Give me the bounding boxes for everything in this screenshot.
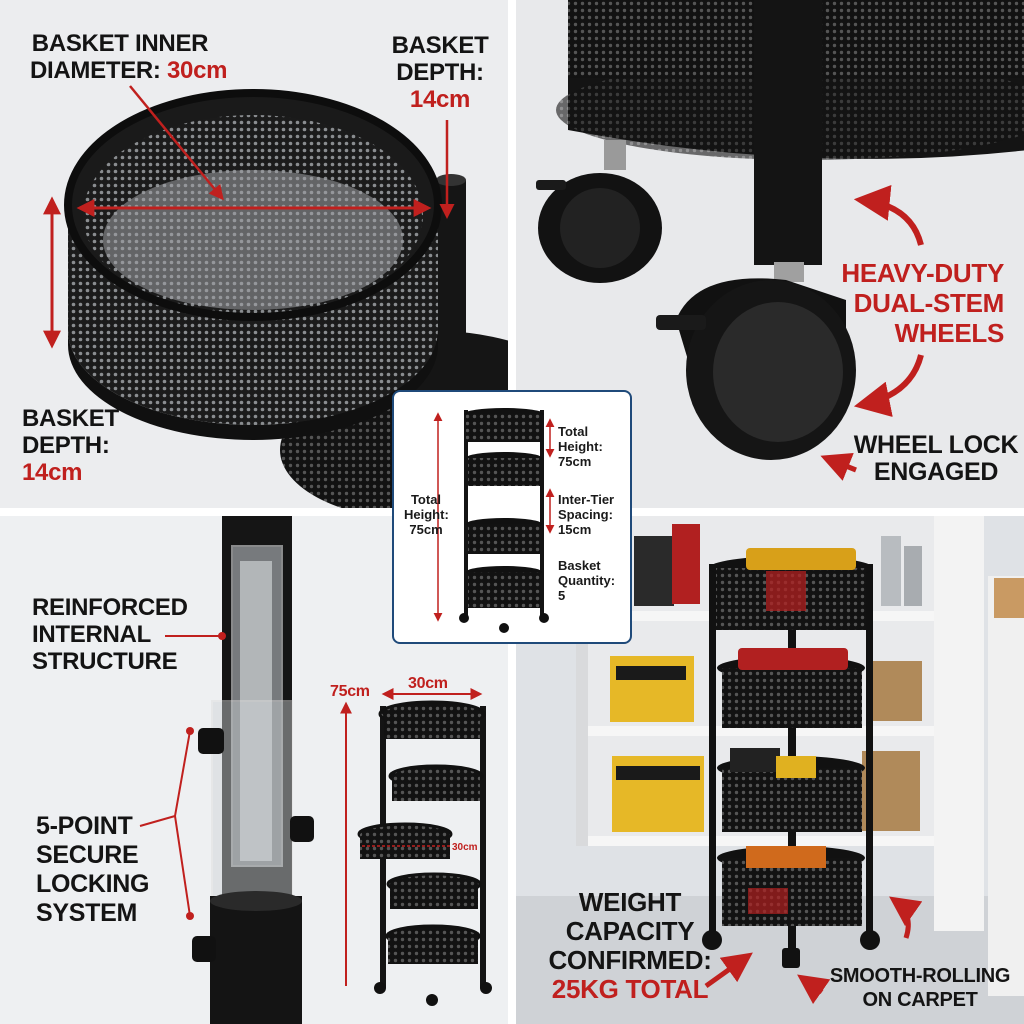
cart-basket [722,668,862,728]
inset-tower-diagram [433,408,555,633]
wheels-illustration [536,0,1024,481]
heavy-duty-label: HEAVY-DUTY DUAL-STEM WHEELS [841,258,1004,348]
depth-label-left: BASKET DEPTH: 14cm [22,405,119,486]
tool-box [610,656,694,722]
diameter-label: BASKET INNER DIAMETER: 30cm [30,30,228,84]
lock-knob [192,936,216,962]
structure-illustration [139,516,492,1024]
wheel-lock-label: WHEEL LOCK ENGAGED [853,431,1019,486]
basket-panel: BASKET INNER DIAMETER: 30cm BASKET DEPTH… [0,0,508,508]
cart-basket [722,858,862,926]
basket-illustration [43,85,508,508]
pole [754,0,822,265]
dim-height: 75cm [330,683,370,700]
wheel-lock-lever [656,315,706,330]
reinforced-label: REINFORCED INTERNAL STRUCTURE [32,594,188,675]
cabinet-door [934,516,984,931]
locking-label: 5-POINT SECURE LOCKING SYSTEM [36,812,150,927]
dim-basket: 30cm [452,842,478,853]
inset-quantity: Basket Quantity: 5 [558,558,616,603]
lock-knob [198,728,224,754]
wheels-panel: HEAVY-DUTY DUAL-STEM WHEELS WHEEL LOCK E… [516,0,1024,508]
inset-spacing: Inter-Tier Spacing: 15cm [558,492,615,537]
smooth-rolling-label: SMOOTH-ROLLING ON CARPET [829,965,1011,1011]
dim-width: 30cm [408,675,448,692]
depth-label-top: BASKET DEPTH: 14cm [391,32,489,113]
garage-panel: WEIGHT CAPACITY CONFIRMED: 25KG TOTAL SM… [516,516,1024,1024]
cart-basket [722,768,862,832]
garage-scene [516,516,1024,1024]
tower-diagram [357,700,492,1006]
weight-label: WEIGHT CAPACITY CONFIRMED: 25KG TOTAL [548,887,712,1004]
inset-right-height: Total Height: 75cm [558,424,603,469]
dimensions-inset: Total Height: 75cm Total Height: 75cm In… [392,390,632,644]
inset-left-height: Total Height: 75cm [404,492,449,537]
lock-knob [290,816,314,842]
